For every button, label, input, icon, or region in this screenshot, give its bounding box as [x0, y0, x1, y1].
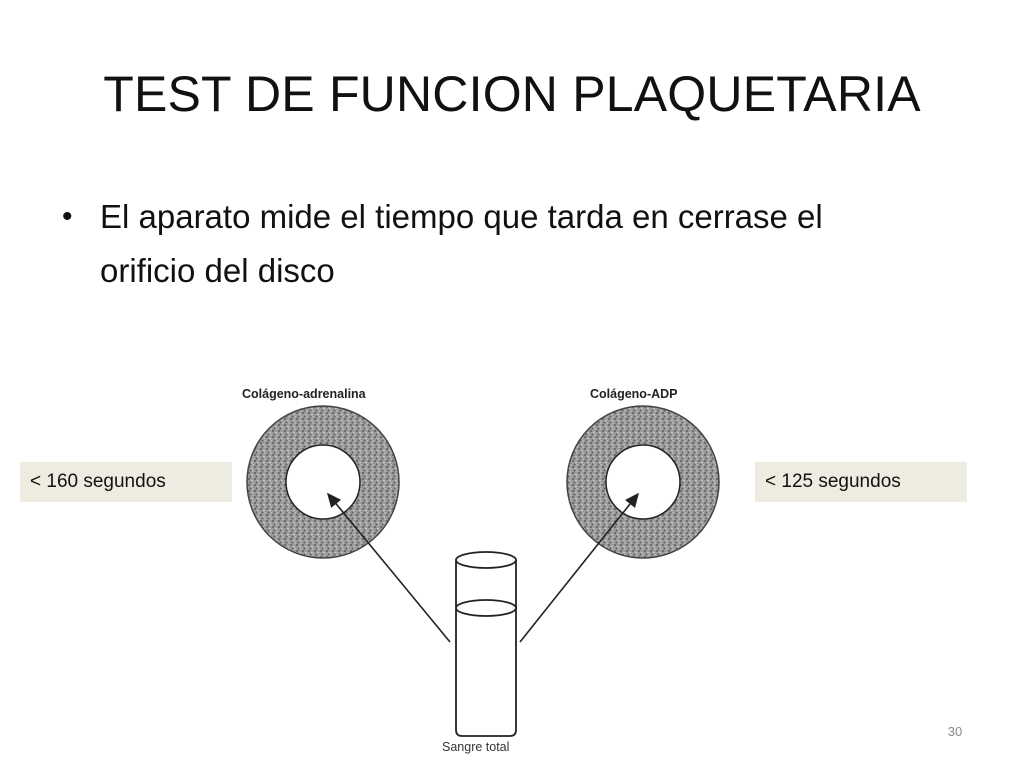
pfa-diagram: Colágeno-adrenalina Colágeno-ADP Sangre …: [242, 387, 720, 754]
right-disk: [566, 405, 720, 559]
bullet-list: • El aparato mide el tiempo que tarda en…: [58, 190, 918, 298]
slide-number: 30: [947, 724, 963, 739]
left-time-callout: < 160 segundos: [20, 462, 232, 502]
bullet-icon: •: [62, 200, 73, 233]
bullet-item: • El aparato mide el tiempo que tarda en…: [58, 190, 918, 298]
left-arrow: [326, 492, 451, 643]
right-arrow: [519, 492, 639, 643]
blood-tube: [455, 551, 517, 737]
right-time-callout: < 125 segundos: [755, 462, 967, 502]
bullet-text: El aparato mide el tiempo que tarda en c…: [100, 198, 823, 289]
slide-title: TEST DE FUNCION PLAQUETARIA: [103, 66, 921, 122]
tube-label: Sangre total: [442, 740, 509, 754]
left-disk-label: Colágeno-adrenalina: [242, 387, 367, 401]
left-disk: [246, 405, 400, 559]
right-disk-label: Colágeno-ADP: [590, 387, 678, 401]
